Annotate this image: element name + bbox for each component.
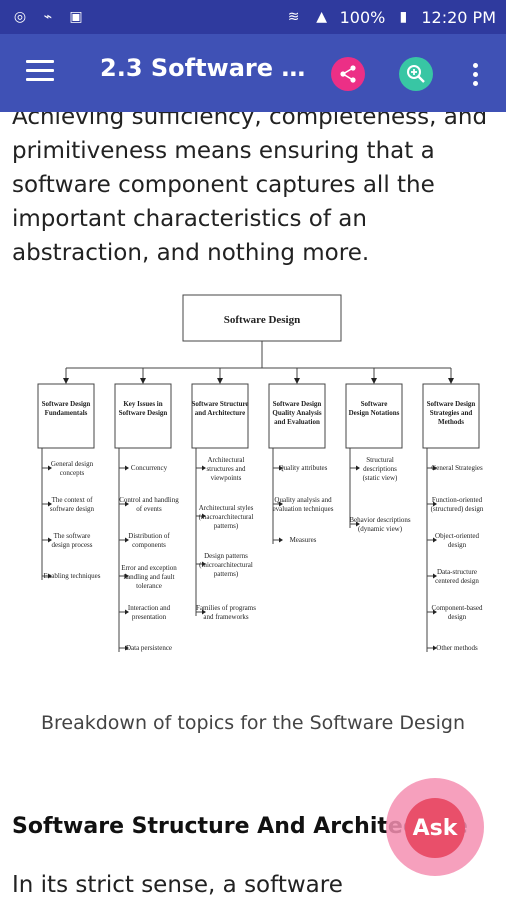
diagram-item: Enabling techniques (44, 572, 101, 580)
status-left-icons: ◎ ⌁ ▣ (10, 7, 86, 27)
diagram-caption: Breakdown of topics for the Software Des… (40, 712, 465, 734)
item-arrow (356, 521, 360, 527)
item-arrow (125, 645, 129, 651)
branch-box (37, 383, 95, 449)
item-arrow (125, 501, 129, 507)
diagram-item: Quality attributes (279, 464, 328, 472)
diagram-item: Function-oriented(structured) design (431, 496, 484, 513)
item-arrow (125, 537, 129, 543)
item-arrow (356, 465, 360, 471)
item-arrow (279, 501, 283, 507)
branch-box (191, 383, 249, 449)
item-arrow (125, 609, 129, 615)
diagram-root-label: Software Design (224, 314, 300, 326)
item-arrow (125, 573, 129, 579)
item-arrow (202, 513, 206, 519)
status-time: 12:20 PM (421, 7, 496, 27)
branch-box (114, 383, 172, 449)
branch-arrow (140, 378, 146, 384)
item-arrow (48, 573, 52, 579)
branch-box (268, 383, 326, 449)
item-arrow (48, 465, 52, 471)
signal-icon: ▲ (316, 9, 327, 25)
article-paragraph-2: In its strict sense, a software (12, 872, 343, 898)
ask-button[interactable]: Ask (405, 798, 465, 858)
branch-arrow (448, 378, 454, 384)
item-arrow (125, 465, 129, 471)
diagram-item: Measures (290, 536, 317, 544)
share-icon (340, 65, 356, 83)
item-arrow (279, 465, 283, 471)
branch-box (422, 383, 480, 449)
battery-text: 100% (339, 7, 386, 27)
zoom-in-icon (407, 65, 425, 83)
branch-arrow (294, 378, 300, 384)
item-arrow (202, 561, 206, 567)
diagram-item: General Strategies (431, 464, 483, 472)
item-arrow (433, 537, 437, 543)
zoom-button[interactable] (399, 57, 433, 91)
item-arrow (48, 537, 52, 543)
status-right: ≋ ▲ 100% ▮ 12:20 PM (284, 7, 496, 27)
share-button[interactable] (331, 57, 365, 91)
wifi-icon: ≋ (287, 9, 300, 25)
diagram-item: Concurrency (131, 464, 168, 472)
item-arrow (48, 501, 52, 507)
item-arrow (279, 537, 283, 543)
branch-box (345, 383, 403, 449)
branch-arrow (371, 378, 377, 384)
app-bar: 2.3 Software d... (0, 34, 506, 112)
article-paragraph: Achieving sufficiency, completeness, and… (12, 112, 488, 266)
diagram-item: Data persistence (126, 644, 172, 652)
overflow-menu-icon[interactable] (466, 57, 484, 91)
branch-arrow (63, 378, 69, 384)
diagram-item: Behavior descriptions(dynamic view) (349, 516, 411, 533)
item-arrow (433, 501, 437, 507)
item-arrow (433, 645, 437, 651)
hamburger-menu-icon[interactable] (26, 60, 54, 82)
item-arrow (433, 465, 437, 471)
battery-icon: ▮ (399, 9, 408, 25)
item-arrow (433, 609, 437, 615)
item-arrow (202, 609, 206, 615)
usb-icon: ⌁ (43, 9, 53, 25)
page-title: 2.3 Software d... (100, 54, 320, 82)
item-arrow (433, 573, 437, 579)
branch-arrow (217, 378, 223, 384)
status-bar: ◎ ⌁ ▣ ≋ ▲ 100% ▮ 12:20 PM (0, 0, 506, 34)
image-icon: ▣ (69, 9, 83, 25)
diagram-item: Other methods (436, 644, 478, 652)
app-notification-icon: ◎ (13, 9, 27, 25)
item-arrow (202, 465, 206, 471)
